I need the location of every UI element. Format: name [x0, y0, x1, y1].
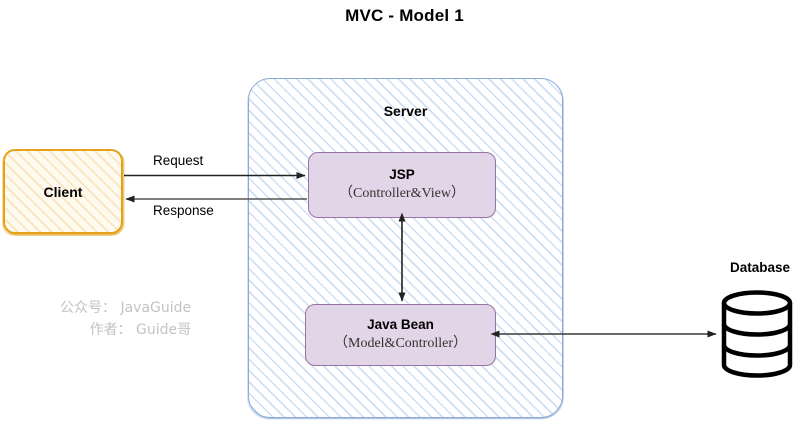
java-bean-node[interactable]: Java Bean （Model&Controller）: [305, 304, 496, 366]
watermark-line-1: 公众号： JavaGuide: [60, 300, 192, 316]
database-label: Database: [729, 260, 791, 275]
watermark-line-2: 作者： Guide哥: [89, 321, 192, 338]
jsp-subtitle: （Controller&View）: [339, 185, 465, 201]
client-label: Client: [43, 183, 83, 200]
server-label: Server: [383, 103, 428, 119]
server-container: [248, 78, 563, 418]
edge-label-request: Request: [153, 153, 204, 168]
client-node[interactable]: Client: [3, 149, 123, 234]
database-cylinder-icon[interactable]: [719, 290, 795, 378]
edge-label-response: Response: [153, 203, 214, 218]
jsp-title: JSP: [389, 166, 415, 182]
java-bean-subtitle: （Model&Controller）: [334, 335, 467, 351]
watermark: 公众号： JavaGuide 作者： Guide哥: [60, 298, 191, 341]
page-title: MVC - Model 1: [345, 6, 464, 25]
java-bean-title: Java Bean: [367, 316, 434, 332]
jsp-node[interactable]: JSP （Controller&View）: [308, 152, 496, 218]
